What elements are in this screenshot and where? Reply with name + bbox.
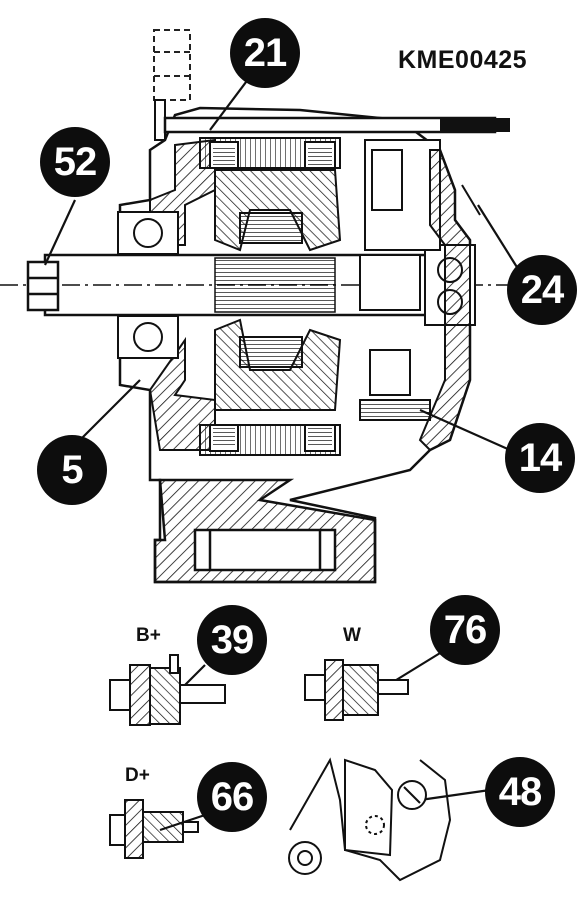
- callout-14: 14: [505, 423, 575, 493]
- callout-66: 66: [197, 762, 267, 832]
- terminal-label-b-plus: B+: [136, 625, 161, 646]
- callout-48: 48: [485, 757, 555, 827]
- reference-code: KME00425: [398, 46, 528, 74]
- terminal-w-detail: [304, 659, 409, 721]
- callout-5: 5: [37, 435, 107, 505]
- terminal-label-d-plus: D+: [125, 765, 150, 786]
- terminal-label-w: W: [343, 625, 361, 646]
- pulley-dashed-outline: [153, 29, 191, 101]
- callout-39: 39: [197, 605, 267, 675]
- callout-21: 21: [230, 18, 300, 88]
- callout-76: 76: [430, 595, 500, 665]
- field-winding-bottom: [239, 336, 303, 368]
- callout-24: 24: [507, 255, 577, 325]
- pulley-nut: [26, 260, 60, 312]
- mounting-foot: [153, 478, 377, 584]
- terminal-b-plus-detail: [109, 654, 226, 726]
- claw-pole-top: [214, 169, 342, 252]
- alternator-housing: [118, 106, 472, 584]
- front-bearing: [117, 211, 179, 359]
- field-winding-top: [239, 212, 303, 244]
- screw-48-detail: [288, 757, 452, 882]
- rear-cover: [418, 149, 471, 452]
- terminal-d-plus-detail: [109, 799, 199, 859]
- callout-52: 52: [40, 127, 110, 197]
